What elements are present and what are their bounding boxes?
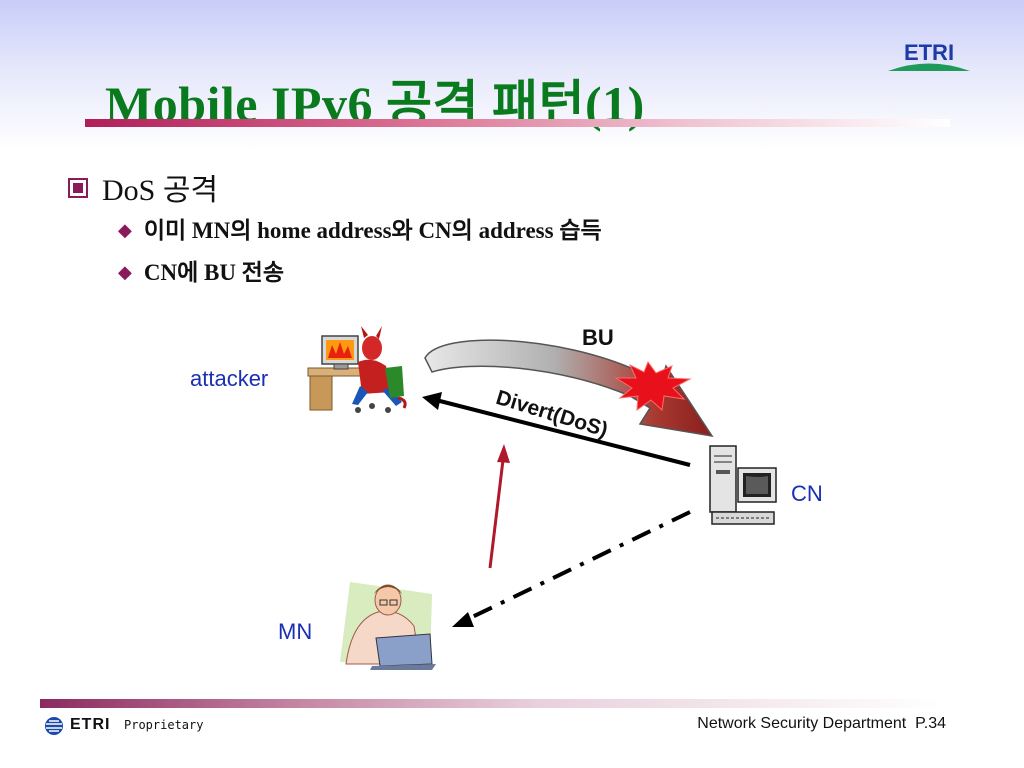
attacker-label: attacker (190, 366, 269, 391)
mn-person-icon (340, 582, 436, 670)
etri-logo: ETRI (888, 40, 970, 71)
footer-brand: ETRI (70, 716, 111, 733)
footer-info: Network Security Department P.34 (697, 715, 946, 733)
dashed-arrowhead (452, 612, 474, 627)
square-bullet-icon (68, 178, 88, 198)
sub-bullet-1-text: 이미 MN의 home address와 CN의 address 습득 (143, 218, 602, 243)
footer-proprietary: Proprietary (124, 718, 204, 732)
bullet-dos: DoS 공격 (68, 165, 218, 209)
bu-curved-arrow (424, 339, 714, 438)
explosion-icon (614, 360, 692, 412)
title-divider (85, 119, 950, 127)
red-arrowhead (497, 444, 510, 463)
divert-arrowhead (422, 392, 442, 410)
diamond-bullet-icon: ◆ (118, 262, 132, 283)
sub-bullet-2-text: CN에 BU 전송 (143, 260, 284, 285)
page-number: P.34 (915, 715, 946, 732)
cn-label: CN (791, 481, 823, 506)
bu-label: BU (582, 325, 614, 350)
cn-computer-icon (709, 445, 777, 525)
etri-logo-text: ETRI (904, 40, 954, 65)
bullet-dos-text: DoS 공격 (102, 174, 219, 207)
diamond-bullet-icon: ◆ (118, 220, 132, 241)
globe-icon (45, 717, 63, 735)
attacker-icon (307, 326, 407, 413)
footer-department: Network Security Department (697, 715, 907, 732)
sub-bullet-2: ◆ CN에 BU 전송 (118, 253, 284, 287)
mn-label: MN (278, 619, 313, 644)
footer-divider (40, 699, 945, 708)
sub-bullet-1: ◆ 이미 MN의 home address와 CN의 address 습득 (118, 211, 602, 245)
